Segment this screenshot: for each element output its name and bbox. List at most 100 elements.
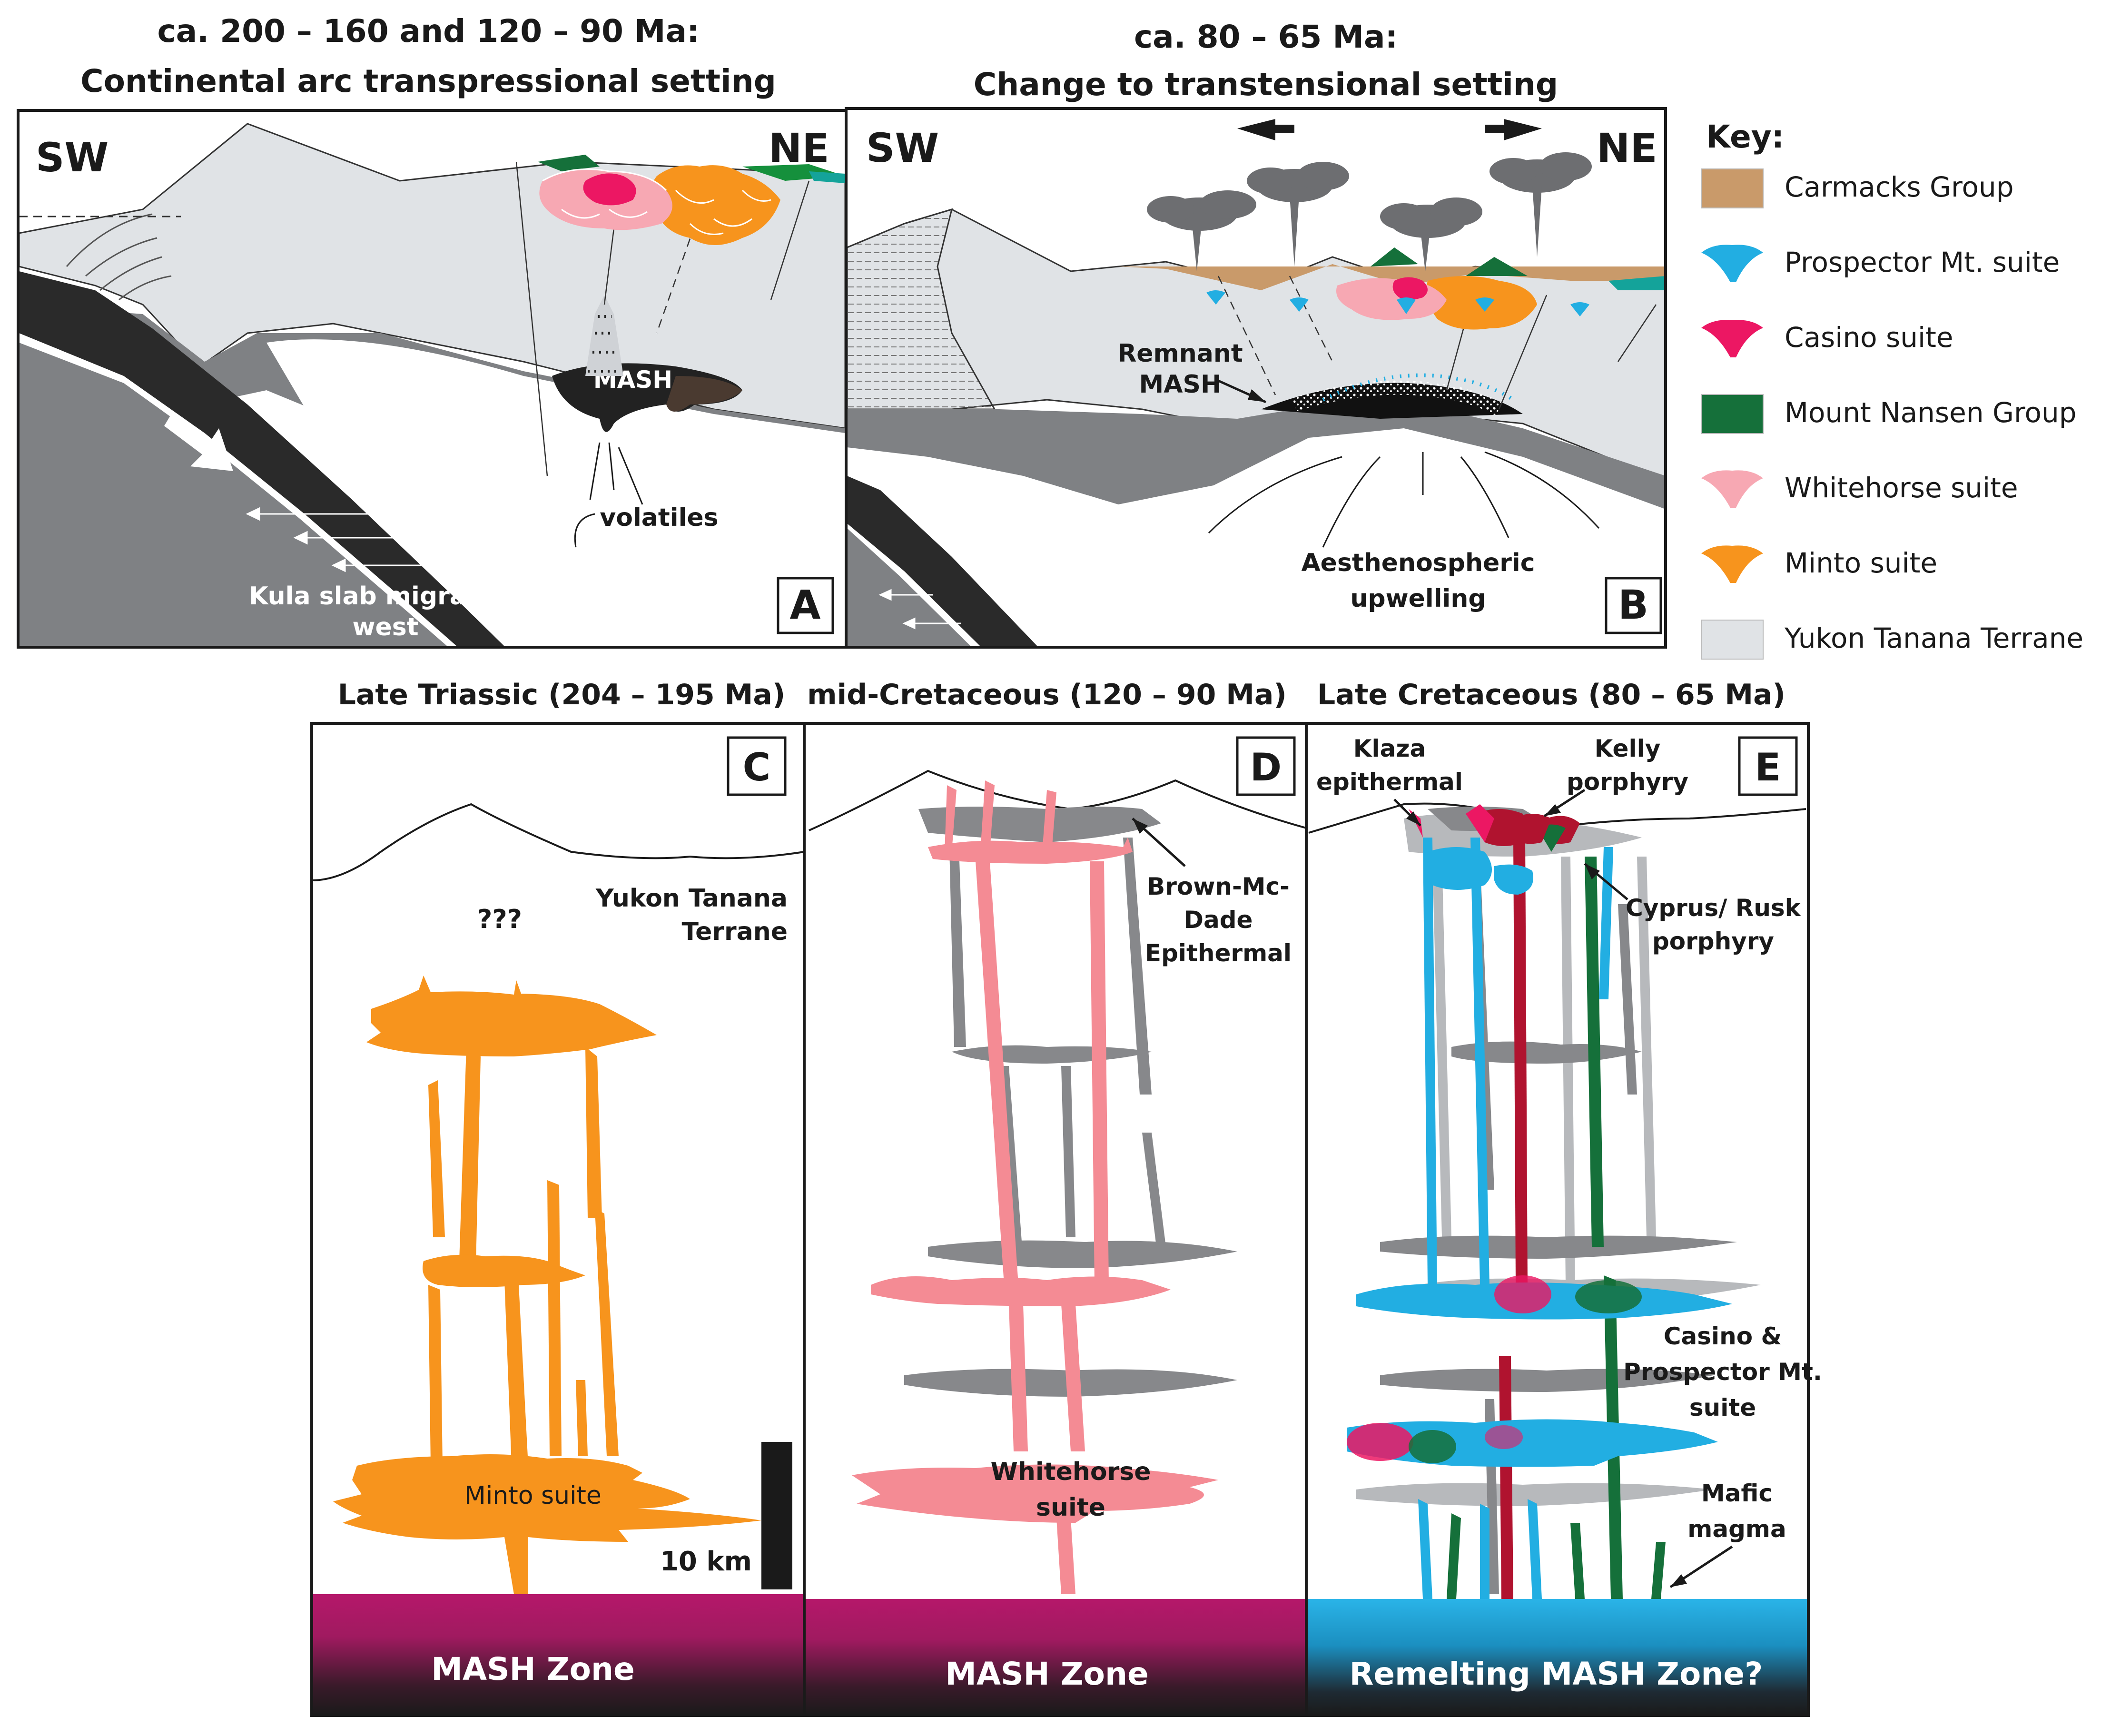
panel-d-letter: D [1250,745,1282,789]
extension-arrow-right [1485,119,1542,140]
key-item: Minto suite [1701,545,1937,583]
mash-zone-d [804,1599,1306,1716]
slab-b [847,528,971,646]
key-label: Whitehorse suite [1785,472,2018,504]
panel-b-title-1: ca. 80 – 65 Ma: [1134,19,1398,55]
prospector-dykes [1418,838,1613,1599]
panel-c-unknown: ??? [477,904,522,934]
key-label: Mount Nansen Group [1785,396,2077,429]
key-label: Carmacks Group [1785,171,2014,203]
epithermal-label-2: Dade [1184,906,1253,934]
whitehorse-label-1: Whitehorse [991,1458,1151,1486]
subduction-arrow [164,414,233,471]
panel-a-letter-box [777,577,834,634]
cloud-4 [1489,152,1592,257]
mash-zone-d-label: MASH Zone [945,1656,1148,1692]
wedge-folds [66,213,172,301]
mash-zone-e-label: Remelting MASH Zone? [1350,1656,1763,1692]
panel-b-ne: NE [1597,125,1657,171]
klaza-label-1: Klaza [1353,735,1426,762]
key-swatch [1701,245,1763,282]
whitehorse-intrusions [852,780,1218,1594]
key-swatch [1701,620,1764,660]
panel-e-frame [1305,722,1810,1717]
slab-label-1: Kula slab migrating [249,582,522,611]
mash-zone-c-label: MASH Zone [431,1651,634,1687]
topography-c [311,803,805,881]
panel-a: ca. 200 – 160 and 120 – 90 Ma: Continent… [17,13,848,649]
volatiles-label: volatiles [600,503,718,532]
epithermal-arrowhead [1133,819,1148,834]
mixed-chamber-upper-mafic [1575,1280,1642,1313]
panel-b-title-2: Change to transtensional setting [974,66,1558,103]
key-item: Carmacks Group [1701,168,2014,208]
panel-a-title-2: Continental arc transpressional setting [80,63,776,99]
carmacks-layer [1118,264,1666,290]
migration-arrows-b [878,589,961,630]
slab-lithosphere-edge [19,271,504,646]
fault-b1 [1217,276,1276,395]
mixed-chamber-lower-casino-2 [1485,1425,1523,1449]
volatile-arrows [574,442,643,548]
extension-arrow-left [1237,119,1294,140]
panel-e-letter-box [1738,736,1798,796]
key-item: Casino suite [1701,320,1953,357]
fault-b4 [1498,295,1548,410]
cyprus-label-2: porphyry [1652,927,1774,955]
panel-e-letter: E [1755,745,1781,789]
key-swatch [1701,394,1764,434]
casino-label-2: Prospector Mt. [1623,1358,1822,1386]
pluton-cluster-a [538,155,845,245]
panel-d-letter-box [1236,736,1296,796]
mash-zone-e [1306,1599,1808,1716]
panel-b-letter: B [1618,582,1648,628]
key-swatch [1701,320,1763,357]
mixed-chamber-lower-mafic [1409,1430,1456,1463]
key-label: Casino suite [1785,321,1953,354]
klaza-arrowhead [1406,811,1420,826]
panel-d-background [804,723,1306,1716]
panel-c-ytt-1: Yukon Tanana [595,884,788,913]
key-item: Prospector Mt. suite [1701,245,2060,282]
minto-label: Minto suite [464,1481,602,1510]
fault-b5 [1617,304,1657,362]
panel-b-frame [845,107,1667,649]
panel-c: Late Triassic (204 – 195 Ma) ??? Yukon T… [310,678,806,1717]
melt-column [585,295,623,376]
upwelling-label-1: Aesthenospheric [1301,549,1535,577]
volcanic-clouds [1147,152,1592,271]
epithermal-label-1: Brown-Mc- [1147,873,1290,900]
slab-b-edge [847,476,1037,646]
panel-a-title-1: ca. 200 – 160 and 120 – 90 Ma: [157,13,699,49]
kula-slab [19,343,447,646]
pluton-cluster-b [1206,247,1666,330]
fault-a4 [770,180,810,300]
panel-e: Late Cretaceous (80 – 65 Ma) [1305,678,1822,1717]
scale-label: 10 km [660,1546,752,1577]
panel-c-letter-box [727,736,787,796]
panel-d-title: mid-Cretaceous (120 – 90 Ma) [807,678,1287,711]
cyprus-arrowhead [1585,864,1600,879]
mafic-label-2: magma [1687,1515,1786,1543]
key-label: Minto suite [1785,547,1937,579]
fault-a2 [603,228,615,305]
key-item: Whitehorse suite [1701,470,2018,508]
cloud-1 [1147,190,1256,271]
panel-d: mid-Cretaceous (120 – 90 Ma) [803,678,1308,1717]
cloud-2 [1247,162,1349,266]
key-item: Yukon Tanana Terrane [1701,620,2083,660]
scale-bar [761,1442,792,1589]
mixed-chamber-lower-casino [1347,1423,1413,1461]
remnant-label-1: Remnant [1117,339,1243,368]
key-swatch [1701,168,1764,208]
migration-arrows [246,507,457,572]
panel-c-title: Late Triassic (204 – 195 Ma) [338,678,786,711]
cloud-3 [1380,197,1482,271]
mixed-chamber-upper-casino [1494,1275,1551,1313]
slab-label-2: west [352,613,418,641]
upwelling-arrows [1208,451,1600,548]
mash-body-edge [666,376,742,412]
